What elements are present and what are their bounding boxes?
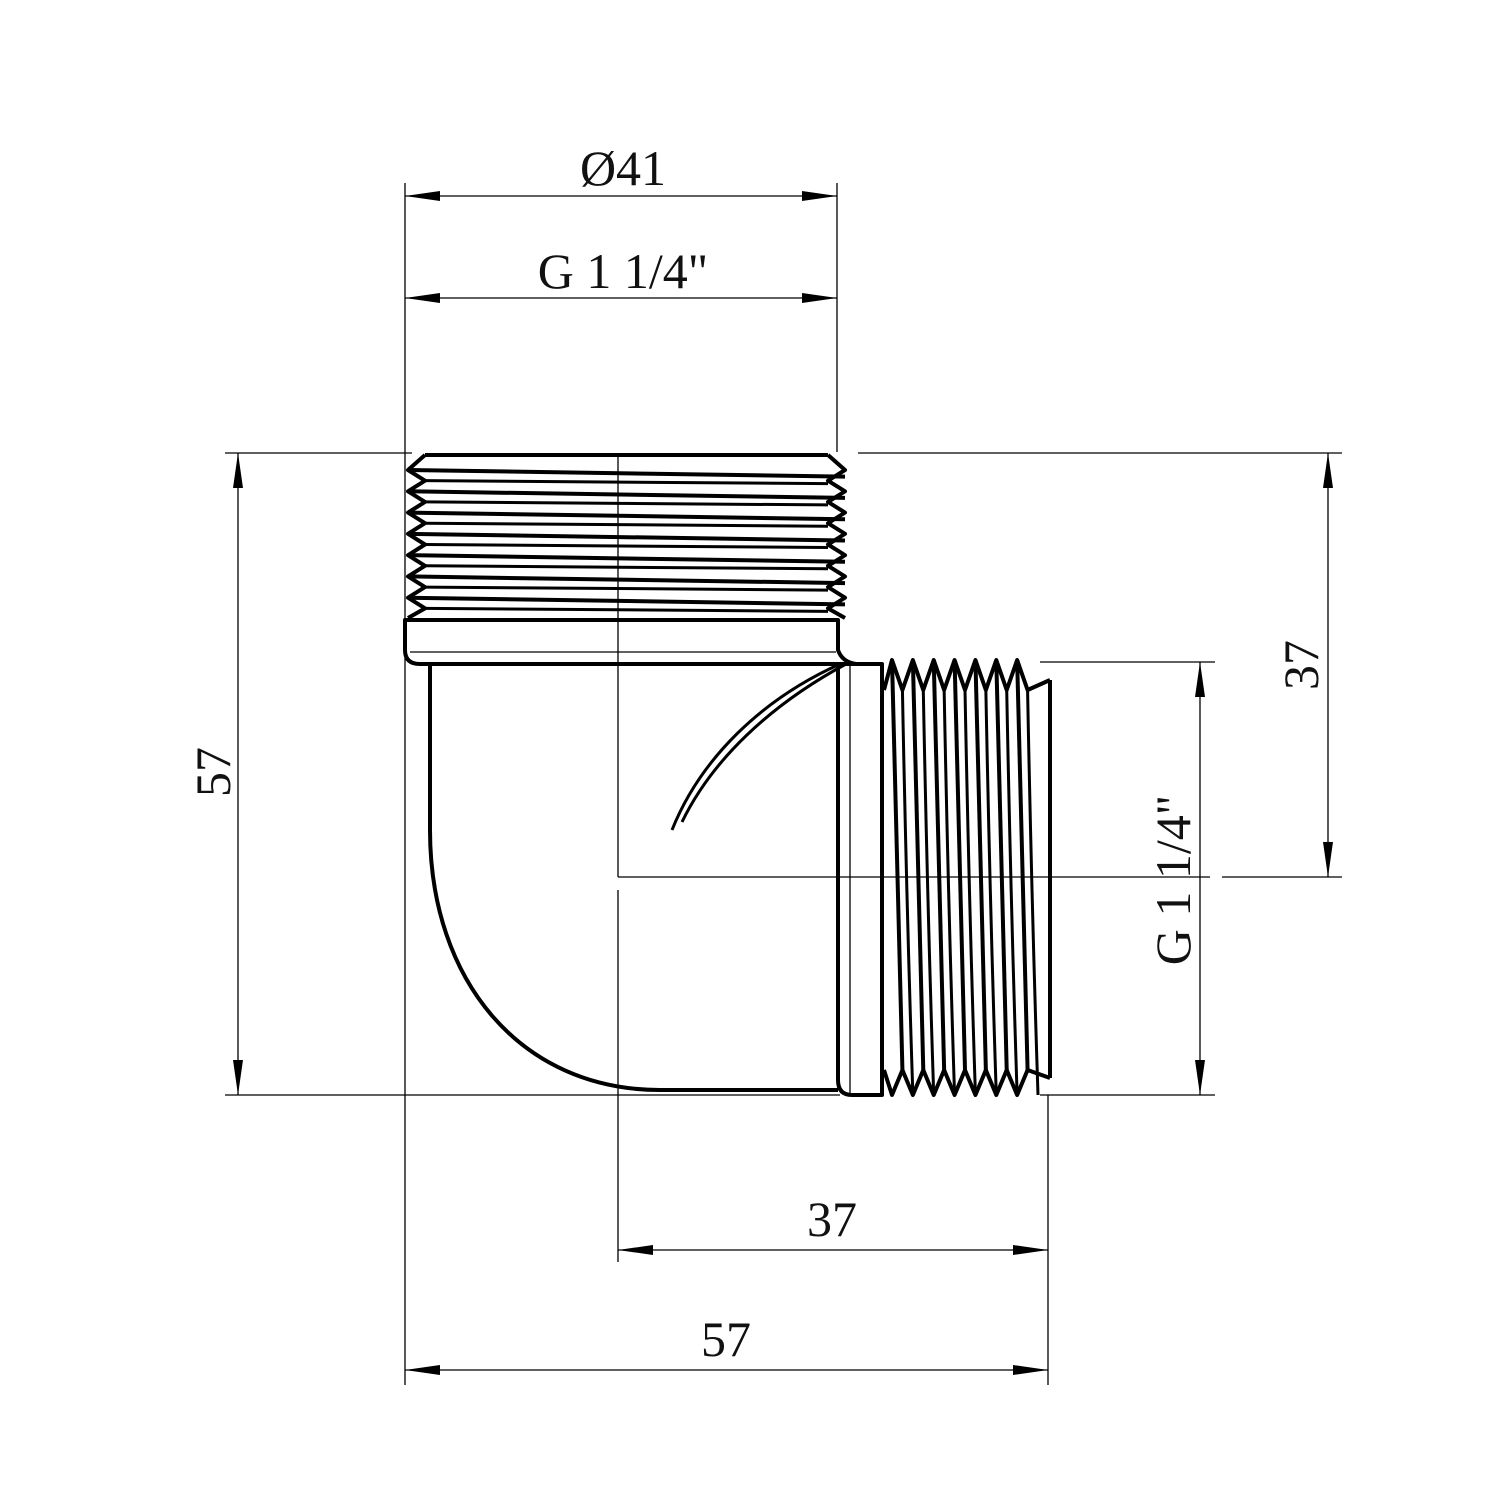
- thread-root: [424, 521, 829, 528]
- dim-left-height: 57: [185, 453, 243, 1095]
- thread-ridge: [407, 531, 846, 543]
- top-thread: [406, 453, 847, 620]
- thread-ridge: [910, 659, 926, 1071]
- right-collar: [836, 662, 884, 1097]
- thread-ridge: [407, 595, 846, 607]
- thread-ridge: [407, 489, 846, 500]
- thread-root: [1005, 689, 1019, 1096]
- thread-ridge: [994, 659, 1009, 1071]
- thread-ridge: [407, 574, 846, 586]
- thread-profile-left: [406, 453, 427, 620]
- thread-root: [984, 689, 998, 1096]
- dim-right-height-label: 37: [1273, 640, 1329, 690]
- dim-bottom-total-label: 57: [701, 1311, 751, 1367]
- thread-root: [921, 689, 936, 1096]
- dim-right-height: 37: [1273, 453, 1333, 877]
- dim-top-diameter: Ø41: [405, 140, 837, 201]
- thread-ridge: [931, 659, 947, 1071]
- thread-ridge: [407, 553, 846, 564]
- thread-root: [900, 689, 915, 1096]
- dim-bottom-center-label: 37: [807, 1191, 857, 1247]
- top-collar: [403, 618, 858, 666]
- thread-root: [424, 479, 829, 486]
- thread-ridge: [407, 468, 846, 479]
- elbow-body: [428, 662, 847, 1092]
- dim-top-thread-label: G 1 1/4": [538, 243, 708, 299]
- thread-root: [424, 543, 829, 549]
- dim-right-thread: G 1 1/4": [1145, 662, 1205, 1095]
- thread-ridge: [407, 510, 846, 522]
- dim-top-thread: G 1 1/4": [405, 243, 837, 303]
- thread-root: [424, 606, 829, 613]
- thread-root: [424, 585, 829, 592]
- dim-bottom-center: 37: [618, 1191, 1048, 1255]
- thread-ridge: [1015, 659, 1030, 1071]
- thread-root: [1026, 689, 1040, 1096]
- dim-top-diameter-label: Ø41: [580, 140, 666, 196]
- thread-root: [942, 689, 957, 1096]
- thread-root: [963, 689, 977, 1096]
- thread-root: [424, 500, 829, 507]
- thread-root: [424, 564, 829, 571]
- thread-profile-right: [826, 453, 847, 620]
- thread-profile-top: [882, 658, 1051, 692]
- dim-bottom-total: 57: [405, 1311, 1048, 1375]
- extension-lines: [225, 183, 1342, 1385]
- right-thread: [882, 658, 1052, 1097]
- dim-right-thread-label: G 1 1/4": [1145, 795, 1201, 965]
- dim-left-height-label: 57: [185, 747, 241, 797]
- thread-ridge: [890, 659, 905, 1071]
- center-lines: [617, 455, 1210, 1262]
- thread-ridge: [973, 659, 988, 1071]
- thread-ridge: [952, 659, 967, 1071]
- thread-profile-bottom: [882, 1068, 1051, 1097]
